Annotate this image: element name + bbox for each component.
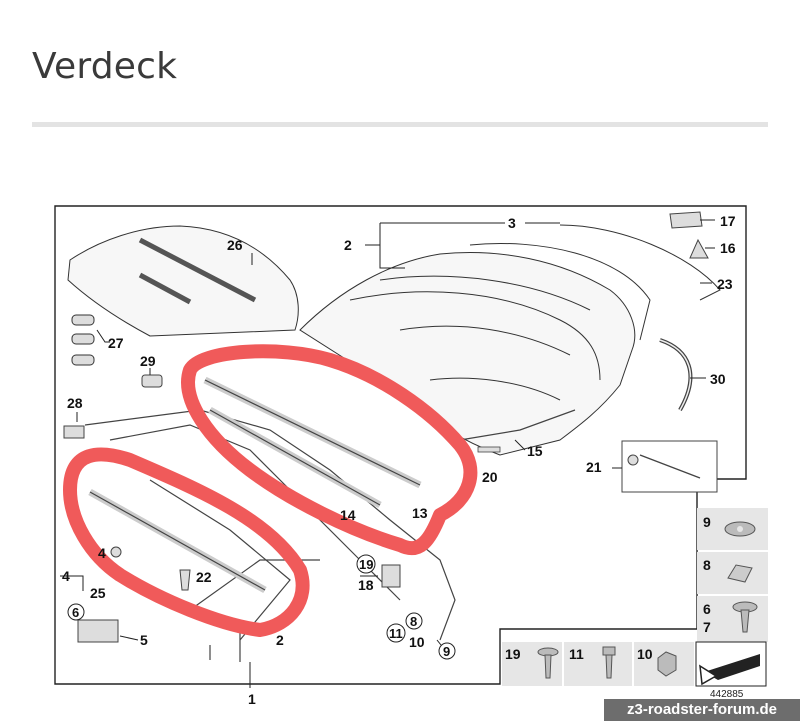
tonneau-cover — [67, 225, 299, 337]
callout-12: 2 — [276, 632, 284, 648]
frame-bows — [88, 376, 422, 594]
cap-4 — [110, 546, 122, 558]
title-divider — [32, 122, 768, 127]
diagram-code: 442885 — [710, 689, 744, 700]
callout-10a: 10 — [409, 634, 425, 650]
highlight-loop-lower-bow — [63, 447, 310, 637]
callout-4a: 4 — [98, 545, 106, 561]
callout-3: 3 — [508, 215, 516, 231]
callout-1: 1 — [248, 691, 256, 707]
part-28 — [63, 425, 85, 439]
callout-16: 16 — [720, 240, 736, 256]
callout-2: 2 — [344, 237, 352, 253]
hardware-column — [697, 508, 768, 642]
callout-10b: 10 — [637, 646, 653, 662]
callout-11a: 11 — [389, 626, 403, 641]
callout-9b: 9 — [703, 514, 711, 530]
clip-8 — [727, 564, 753, 583]
callout-23: 23 — [717, 276, 733, 292]
callout-11b: 11 — [569, 646, 584, 662]
callout-21: 21 — [586, 459, 602, 475]
bolts-27 — [71, 314, 95, 366]
callout-17: 17 — [720, 213, 736, 229]
callout-22: 22 — [196, 569, 212, 585]
callout-30: 30 — [710, 371, 726, 387]
bolt-11 — [602, 646, 616, 656]
page-title: Verdeck — [32, 46, 178, 87]
part-29 — [141, 374, 163, 388]
cable-15 — [459, 409, 576, 441]
callout-8a: 8 — [410, 614, 417, 629]
callout-25: 25 — [90, 585, 106, 601]
callout-7: 7 — [703, 619, 711, 635]
bracket-5 — [77, 619, 119, 643]
callout-6a: 6 — [72, 605, 79, 620]
clip-16 — [689, 238, 709, 259]
callout-29: 29 — [140, 353, 156, 369]
callout-8b: 8 — [703, 557, 711, 573]
callout-13: 13 — [412, 505, 428, 521]
callout-28: 28 — [67, 395, 83, 411]
connector-20 — [477, 446, 501, 453]
clip-17 — [669, 211, 703, 229]
callout-20: 20 — [482, 469, 498, 485]
callout-18: 18 — [358, 577, 374, 593]
callout-19b: 19 — [505, 646, 521, 662]
highlight-loop-13-14 — [181, 344, 478, 556]
hardware-row — [502, 641, 767, 687]
nut-10 — [657, 651, 677, 677]
callout-19a: 19 — [359, 557, 373, 572]
callout-5: 5 — [140, 632, 148, 648]
callout-14: 14 — [340, 507, 356, 523]
pin-22 — [179, 569, 191, 591]
callout-27: 27 — [108, 335, 124, 351]
callout-26: 26 — [227, 237, 243, 253]
callout-6b: 6 — [703, 601, 711, 617]
hinge-18 — [381, 564, 401, 588]
direction-arrow — [704, 654, 760, 680]
callout-15: 15 — [527, 443, 543, 459]
spring-21 — [639, 454, 701, 479]
soft-top — [299, 224, 721, 456]
callout-4b: 4 — [62, 568, 70, 584]
callouts: 1 2 3 4 4 5 6 6 7 8 8 9 9 10 10 11 11 2 … — [62, 213, 736, 707]
watermark: z3-roadster-forum.de — [604, 699, 800, 721]
callout-9a: 9 — [443, 644, 450, 659]
